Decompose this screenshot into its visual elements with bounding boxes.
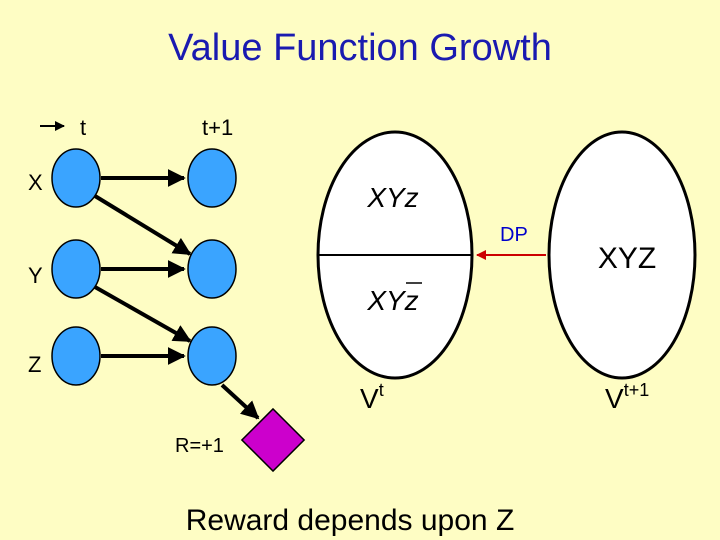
footer-caption: Reward depends upon Z bbox=[186, 504, 515, 537]
time-label-t-plus-1: t+1 bbox=[202, 115, 233, 140]
value-t-top-region: XYz bbox=[366, 182, 418, 213]
reward-label: R=+1 bbox=[175, 435, 224, 457]
value-t1-label: Vt+1 bbox=[605, 380, 649, 414]
variable-label-y: Y bbox=[28, 263, 43, 288]
value-t-label: Vt bbox=[360, 380, 384, 414]
node-x-t bbox=[51, 148, 101, 208]
node-z-t bbox=[51, 326, 101, 386]
node-z-t1 bbox=[187, 326, 237, 386]
value-function-t1 bbox=[547, 130, 697, 380]
node-y-t bbox=[51, 239, 101, 299]
node-x-t1 bbox=[187, 148, 237, 208]
dp-label: DP bbox=[500, 224, 528, 246]
arrow-z-to-reward bbox=[220, 383, 260, 420]
time-label-t: t bbox=[80, 115, 86, 140]
page-title: Value Function Growth bbox=[168, 27, 552, 69]
arrow-x-to-y bbox=[93, 194, 192, 256]
value-t-bottom-region: XYz bbox=[366, 285, 418, 316]
node-y-t1 bbox=[187, 239, 237, 299]
variable-label-z: Z bbox=[28, 352, 41, 377]
reward-node bbox=[240, 407, 306, 473]
value-t1-region: XYZ bbox=[598, 242, 656, 275]
variable-label-x: X bbox=[28, 170, 43, 195]
arrow-y-to-z bbox=[94, 285, 192, 343]
